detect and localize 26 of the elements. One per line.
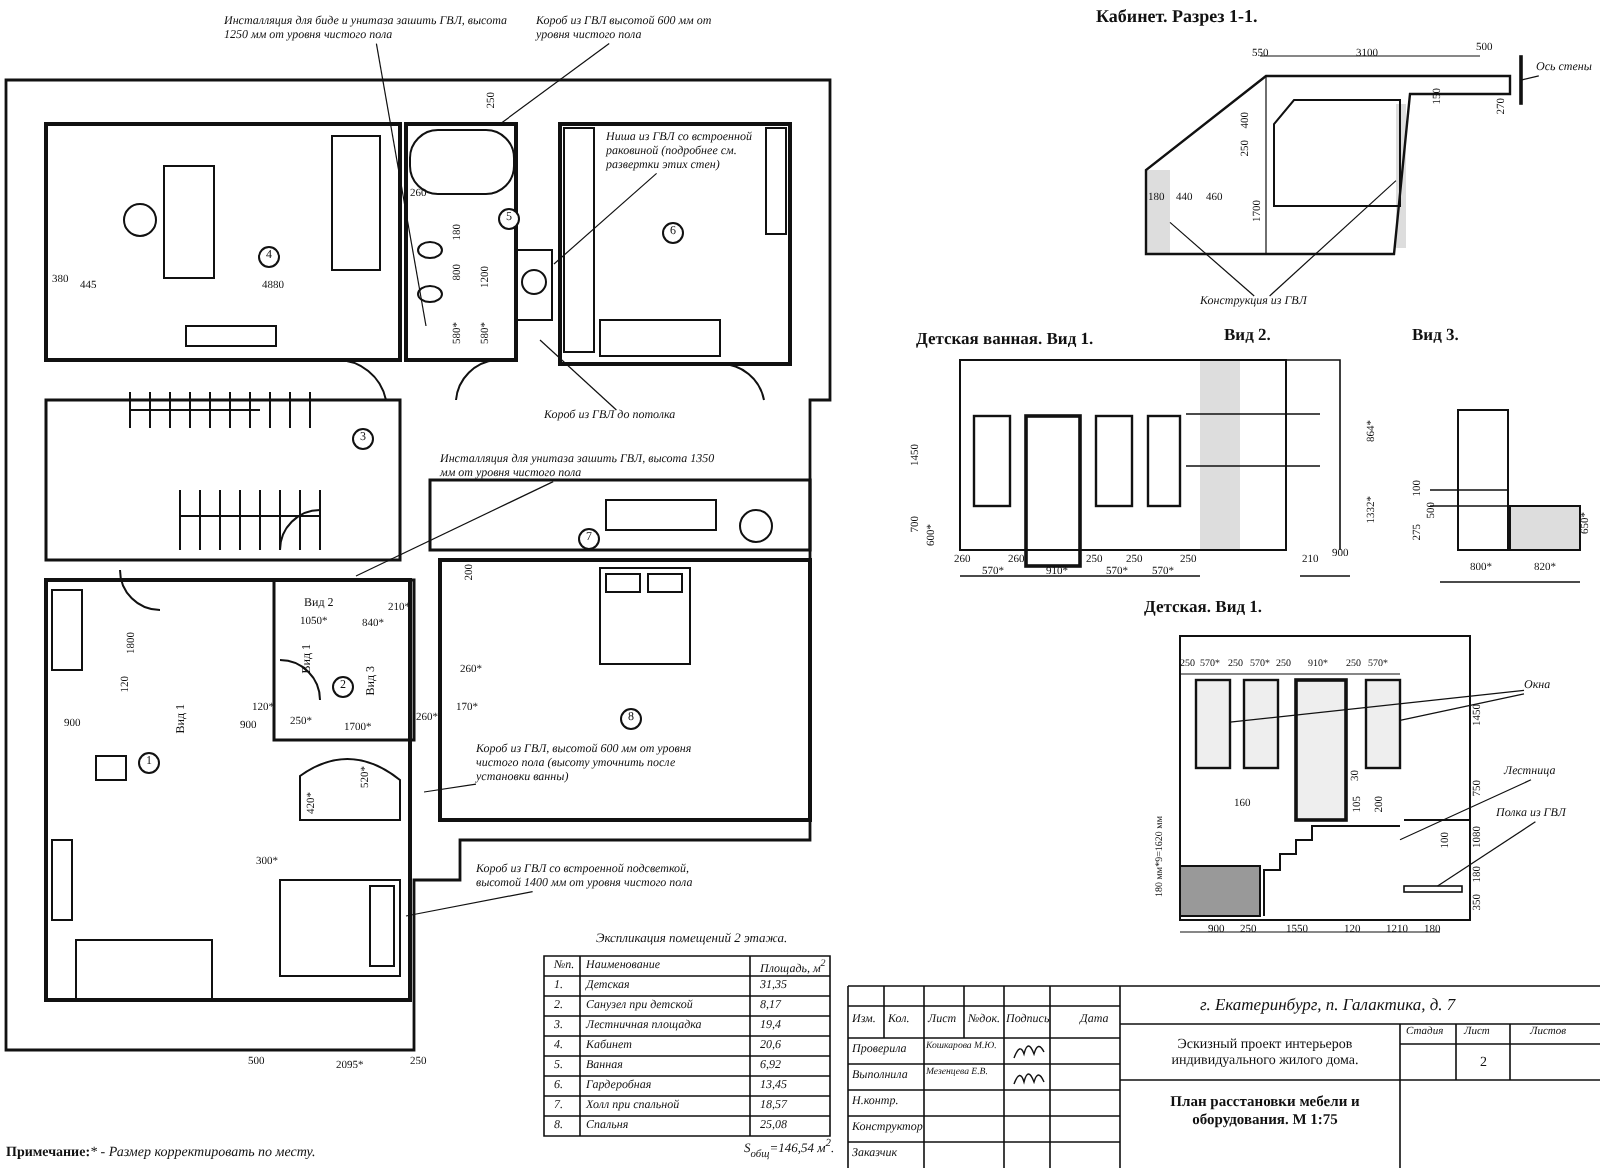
leader-line <box>355 481 554 577</box>
gypsum-board-panel <box>1146 170 1170 254</box>
view-title: Вид 2. <box>1224 326 1271 343</box>
leader-line <box>1399 779 1532 841</box>
leader-line <box>553 172 658 265</box>
leader-line <box>1521 75 1540 81</box>
shelf <box>1403 885 1463 893</box>
leader-line <box>1229 689 1525 723</box>
window <box>1364 678 1402 770</box>
leader-line <box>405 891 534 917</box>
leader-line <box>1169 221 1255 297</box>
address-text: г. Екатеринбург, п. Галактика, д. 7 <box>1200 996 1456 1013</box>
gypsum-board-panel <box>1396 104 1406 248</box>
view-title: Детская ванная. Вид 1. <box>916 330 1094 347</box>
view-title: Кабинет. Разрез 1-1. <box>1096 8 1258 26</box>
staircase <box>1263 825 1401 917</box>
leader-line <box>1399 693 1525 721</box>
leader-line <box>423 783 477 793</box>
leader-line <box>375 43 427 327</box>
leader-line <box>499 43 610 125</box>
wall-axis-line <box>1519 55 1523 105</box>
leader-line <box>1269 180 1397 297</box>
view-title: Вид 3. <box>1412 326 1459 343</box>
leader-line <box>1437 821 1536 887</box>
leader-line <box>539 339 617 411</box>
window <box>1194 678 1232 770</box>
